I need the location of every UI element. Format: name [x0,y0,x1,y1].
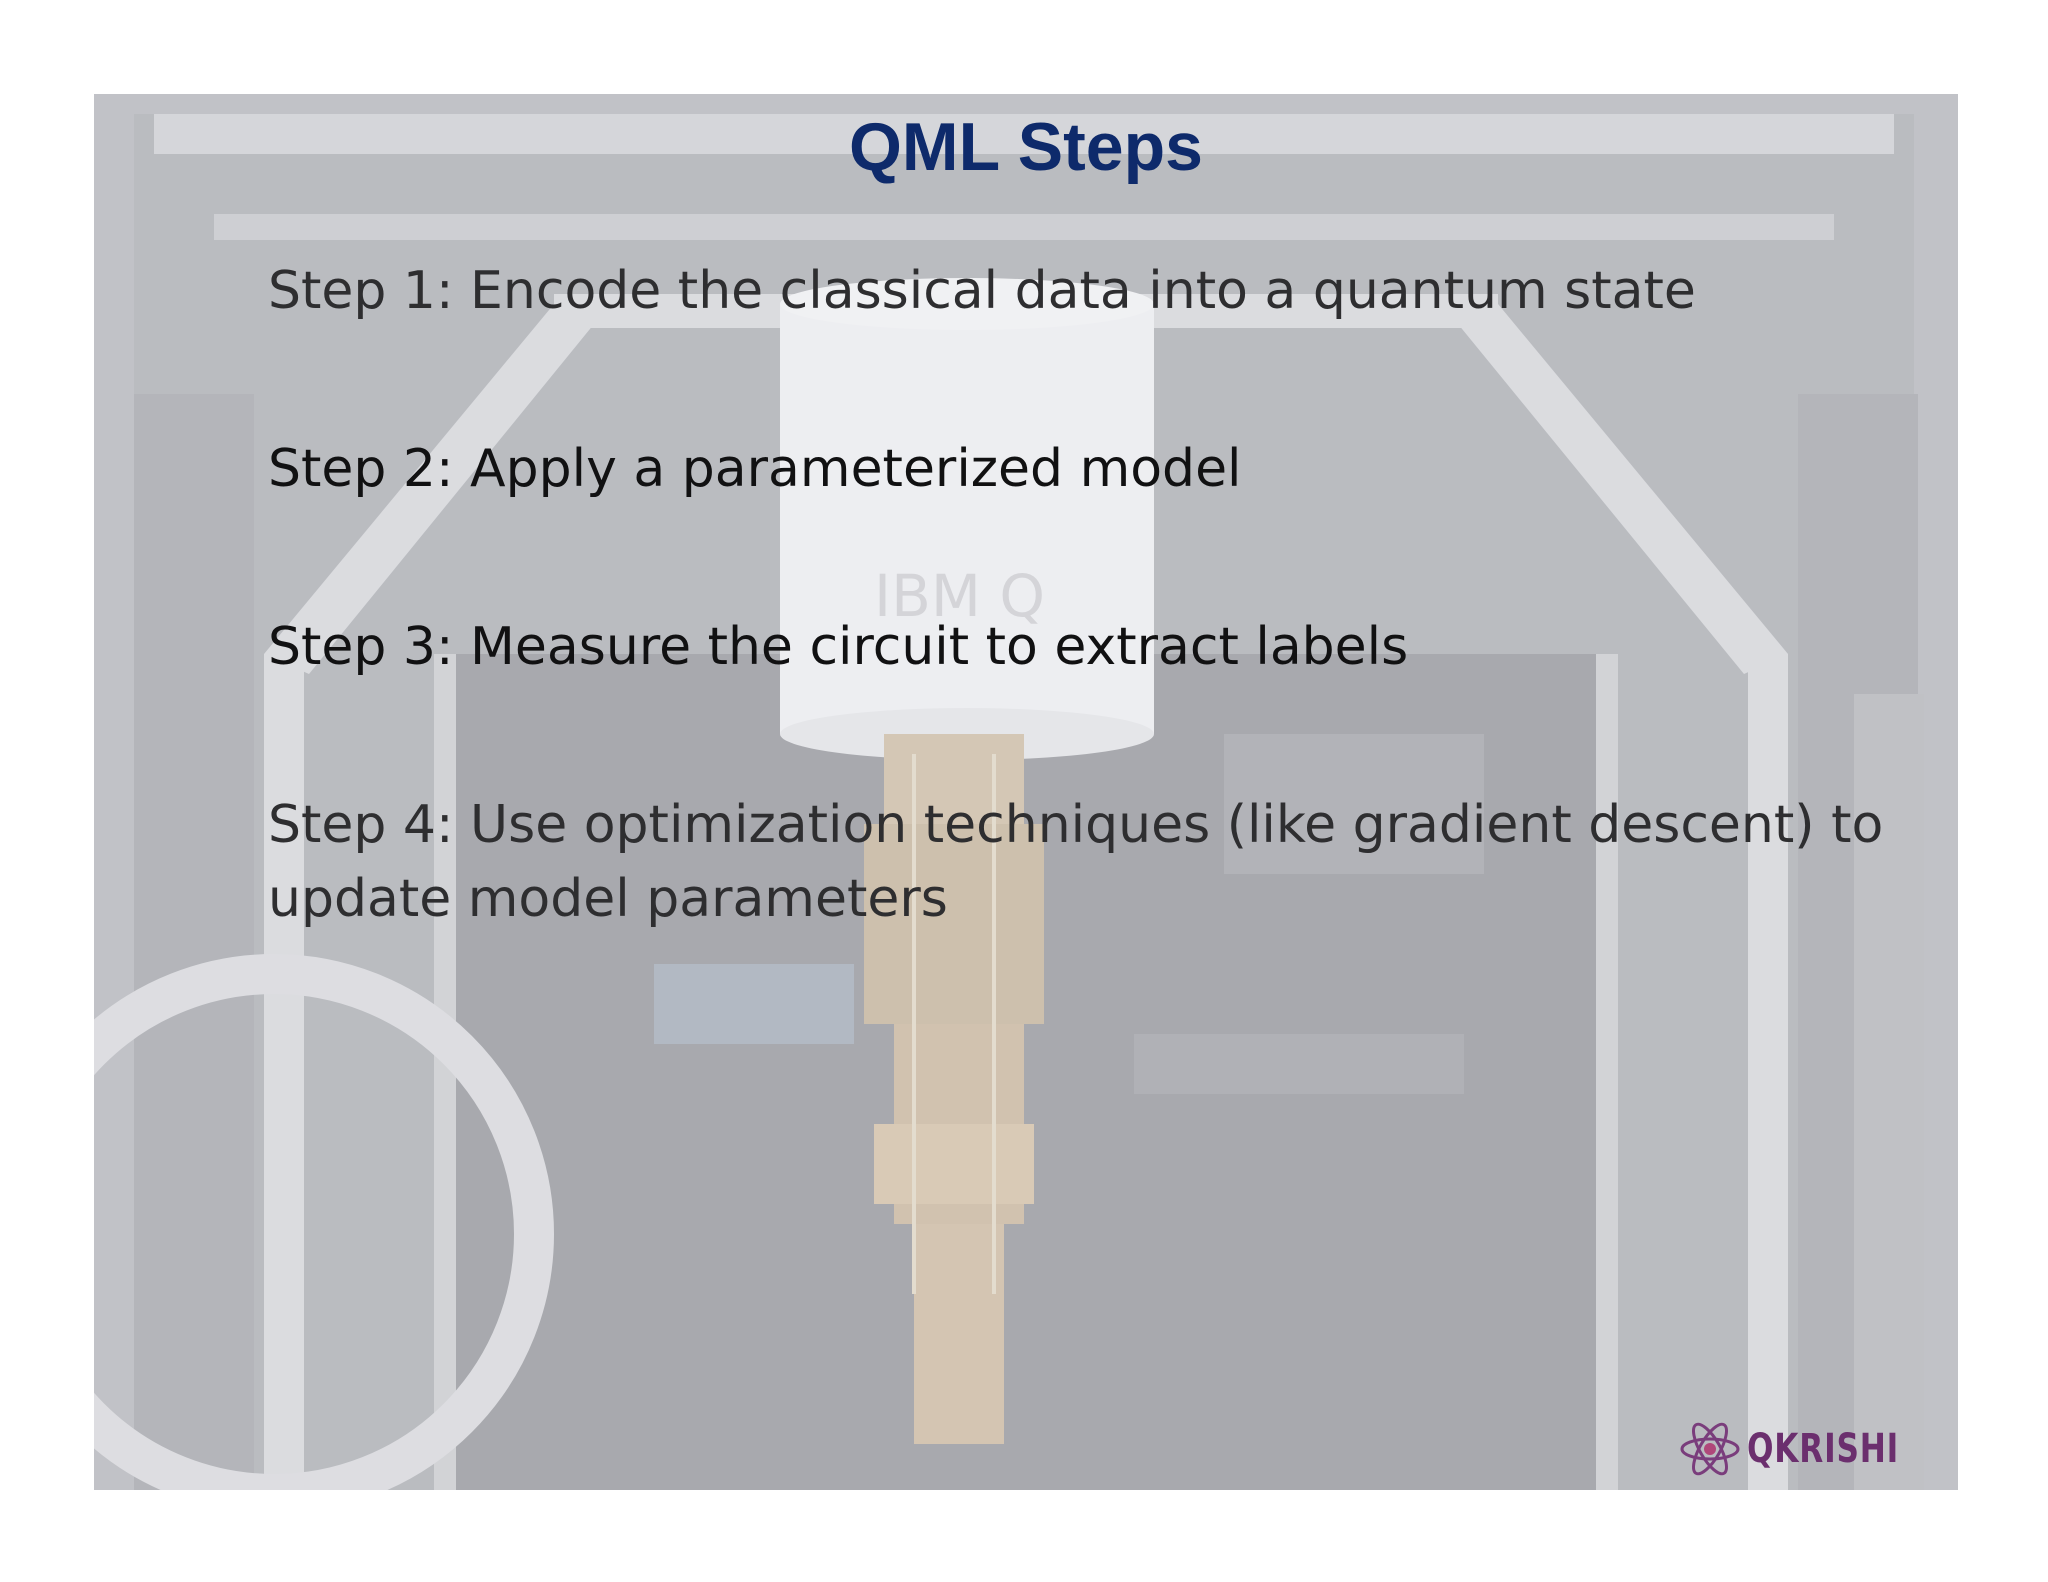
background-wash-overlay [94,94,1958,1490]
slide: IBM Q QML Steps Step 1: Encode the class… [94,94,1958,1490]
step-1-text: Step 1: Encode the classical data into a… [268,261,1696,321]
step-3-text: Step 3: Measure the circuit to extract l… [268,617,1409,677]
qkrishi-logo: QKRISHI [1679,1418,1942,1480]
steps-list: Step 1: Encode the classical data into a… [268,254,1908,1040]
logo-text: QKRISHI [1747,1426,1900,1472]
step-4-text: Step 4: Use optimization techniques (lik… [268,795,1900,929]
atom-icon [1680,1422,1740,1476]
slide-title: QML Steps [849,109,1203,185]
step-2-text: Step 2: Apply a parameterized model [268,439,1242,499]
